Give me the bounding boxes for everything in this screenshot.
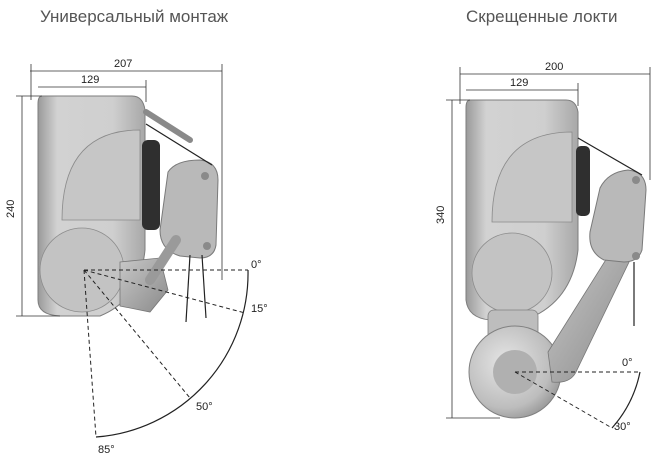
right-cable <box>577 137 643 176</box>
left-rod <box>201 254 207 319</box>
left-dim-207: 207 <box>114 58 132 70</box>
right-side-drum <box>576 146 590 216</box>
right-dim-340: 340 <box>435 206 447 224</box>
right-angle-30-line <box>514 371 613 429</box>
right-angle-arc <box>611 371 641 429</box>
caption-universal-mount: Универсальный монтаж <box>40 7 229 26</box>
right-angle-0: 0° <box>622 357 633 369</box>
right-dim-129: 129 <box>510 77 528 89</box>
left-paddle-bolt <box>201 172 209 180</box>
left-angle-0: 0° <box>251 259 262 271</box>
right-arm <box>547 249 631 383</box>
left-side-drum <box>142 140 160 230</box>
right-lower-disc <box>471 232 553 314</box>
caption-crossed-elbows: Скрещенные локти <box>466 7 618 26</box>
left-dim-240: 240 <box>5 200 17 218</box>
right-dim-200: 200 <box>545 61 563 73</box>
right-housing-cover <box>491 131 573 223</box>
left-housing-cover <box>61 129 141 221</box>
left-cable <box>145 123 213 166</box>
left-paddle-bolt <box>203 242 211 250</box>
left-dim-129: 129 <box>81 74 99 86</box>
left-angle-arc <box>95 269 249 438</box>
left-angle-85: 85° <box>98 444 115 456</box>
right-angle-30: 30° <box>614 421 631 433</box>
left-handle <box>143 109 193 143</box>
right-paddle <box>589 169 647 263</box>
left-unit: 207 129 240 0° 15° 50° 85° <box>5 58 268 456</box>
left-angle-15: 15° <box>251 303 268 315</box>
right-paddle-bolt <box>632 176 640 184</box>
left-rod <box>185 254 191 323</box>
right-unit: 200 129 340 0° 30° <box>435 61 651 433</box>
right-paddle-bolt <box>632 252 640 260</box>
left-lower-disc <box>39 227 125 313</box>
left-angle-50: 50° <box>196 401 213 413</box>
left-connect-arm <box>145 235 181 285</box>
